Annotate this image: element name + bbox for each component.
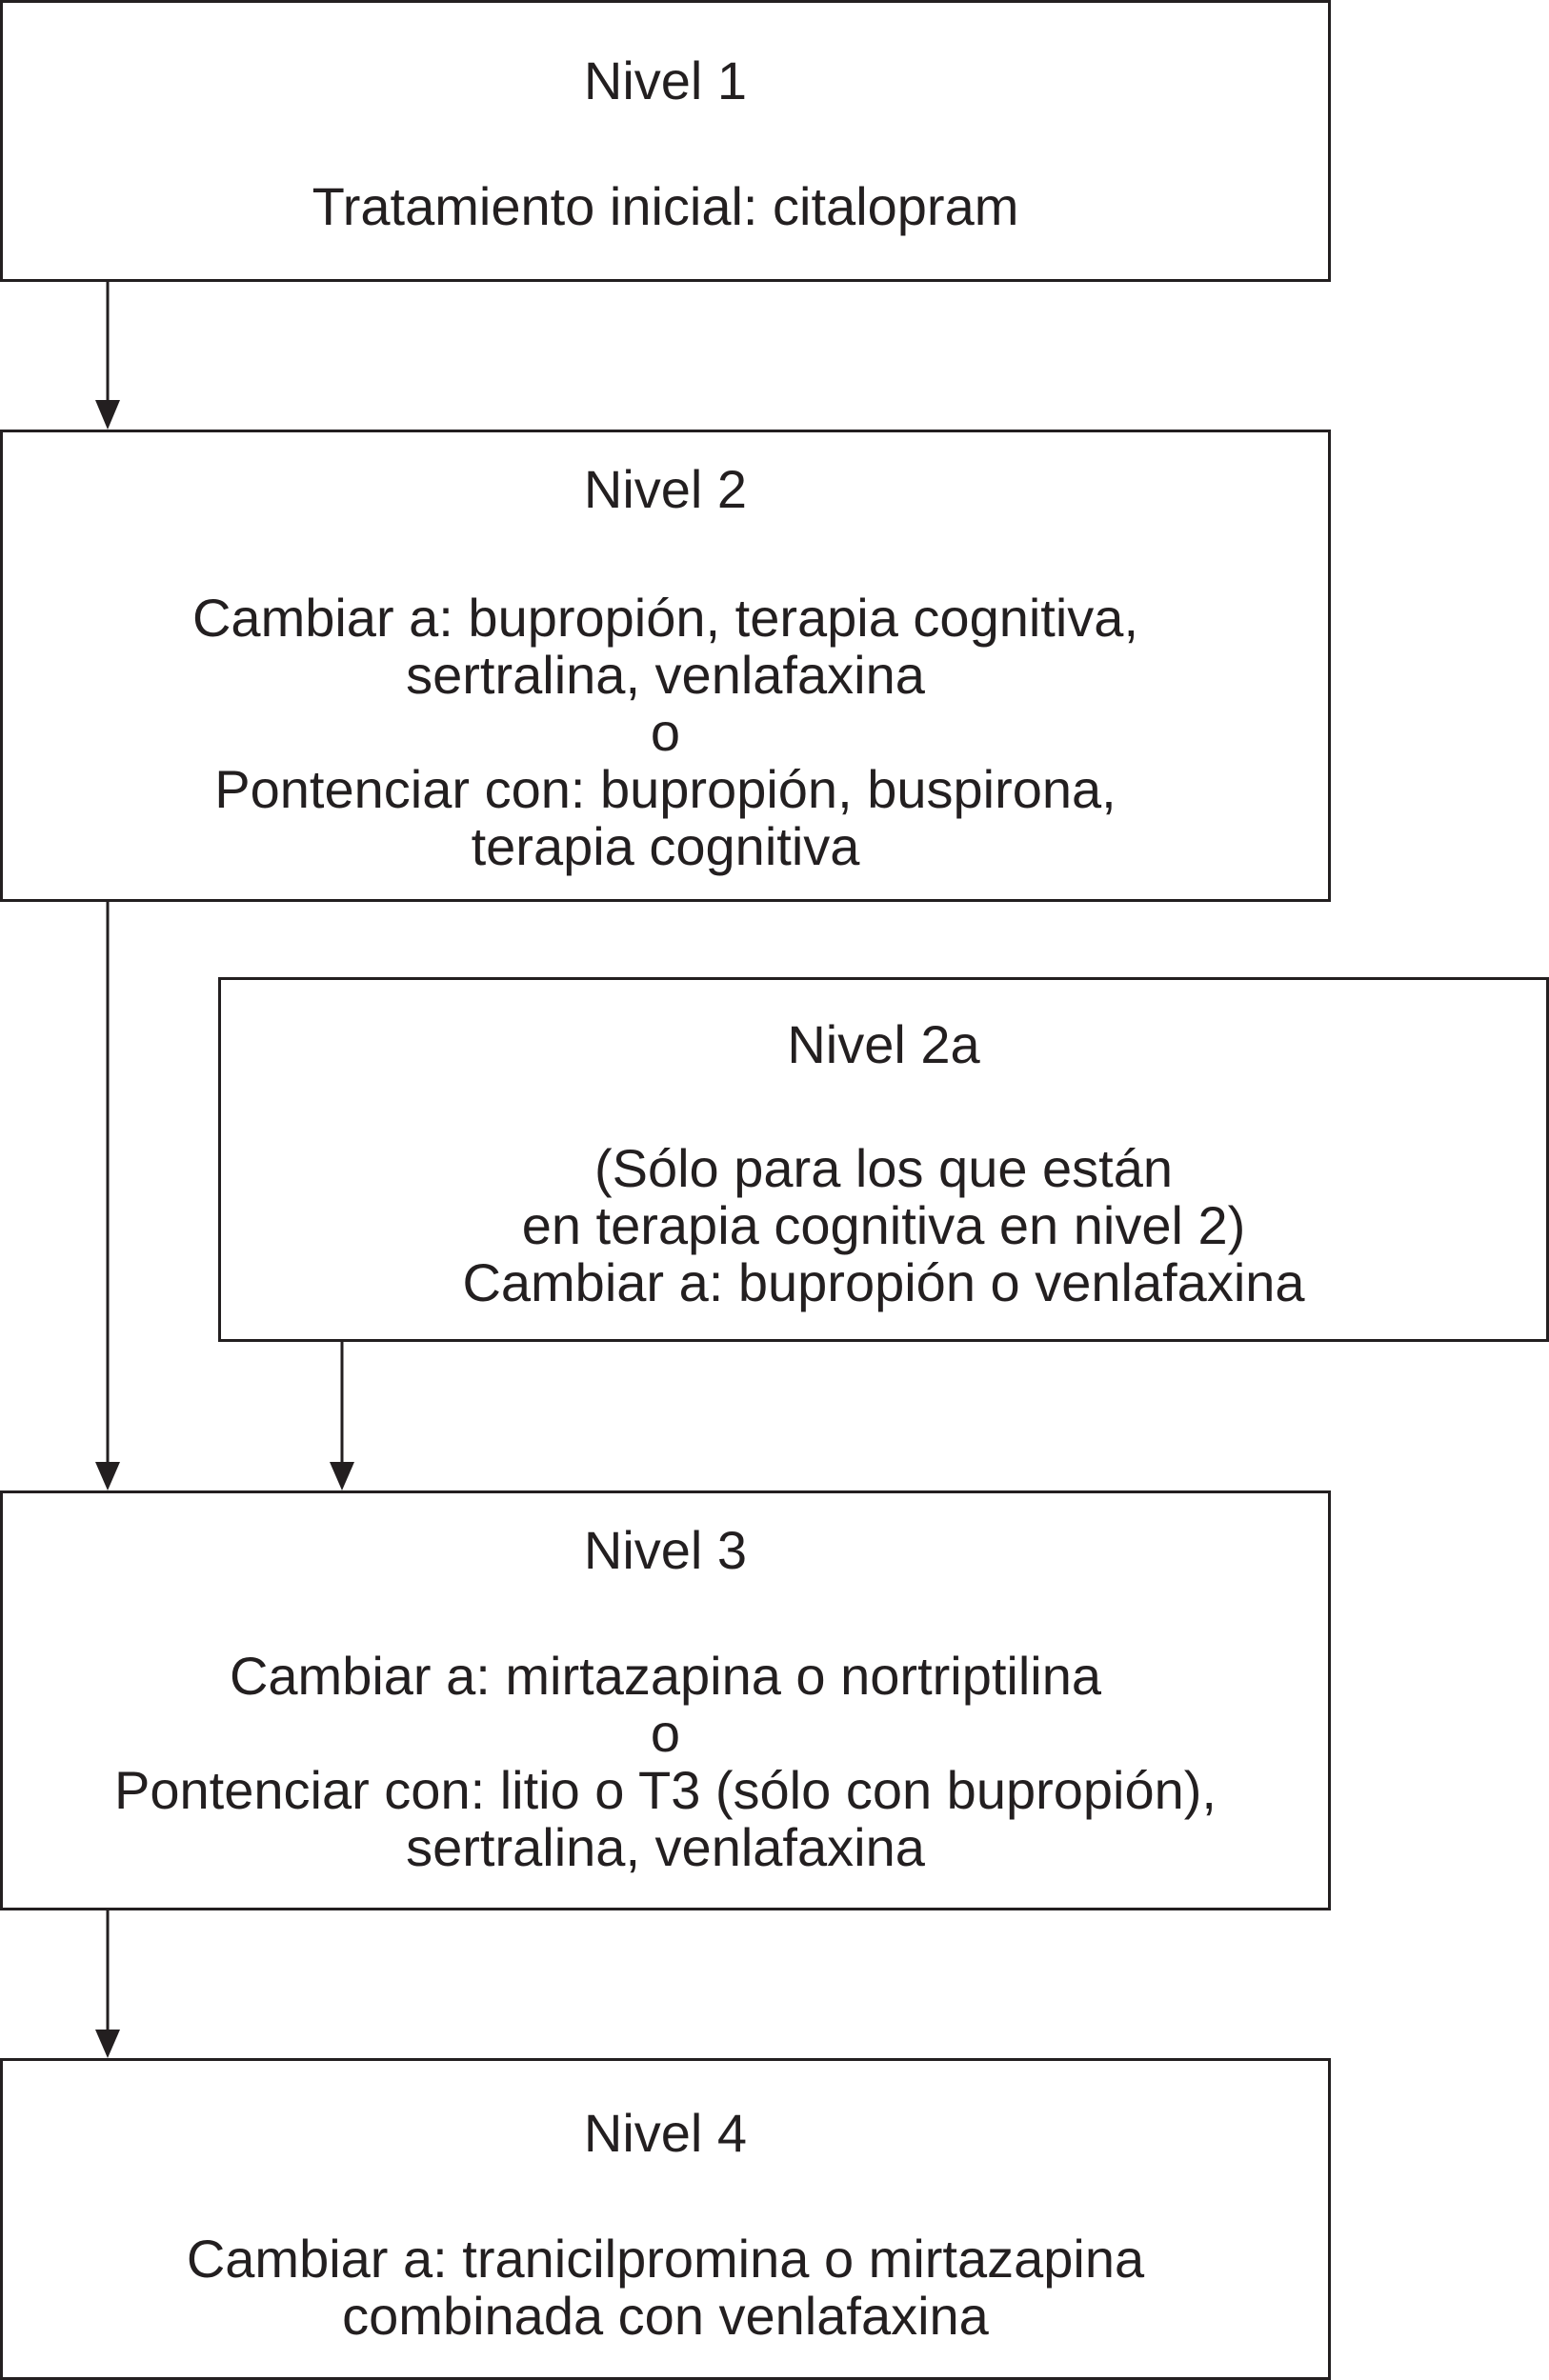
level-2-box: Nivel 2 Cambiar a: bupropión, terapia co… — [0, 430, 1331, 902]
level-2a-description: (Sólo para los que están en terapia cogn… — [221, 1140, 1546, 1311]
level-4-title: Nivel 4 — [583, 2103, 748, 2163]
level-4-line: Cambiar a: tranicilpromina o mirtazapina — [186, 2229, 1145, 2289]
level-1-description: Tratamiento inicial: citalopram — [3, 178, 1328, 235]
level-2a-line: en terapia cognitiva en nivel 2) — [521, 1195, 1246, 1255]
level-2-description: Cambiar a: bupropión, terapia cognitiva,… — [3, 590, 1328, 875]
level-4-box: Nivel 4 Cambiar a: tranicilpromina o mir… — [0, 2058, 1331, 2380]
level-1-title: Nivel 1 — [583, 50, 748, 110]
arrow-level-2-to-level-3 — [95, 902, 120, 1490]
level-3-line: Cambiar a: mirtazapina o nortriptilina — [229, 1646, 1102, 1706]
arrow-level-3-to-level-4 — [95, 1910, 120, 2058]
level-2-line: sertralina, venlafaxina — [406, 645, 925, 705]
level-2-title: Nivel 2 — [583, 459, 748, 519]
level-1-box: Nivel 1 Tratamiento inicial: citalopram — [0, 0, 1331, 282]
level-4-line: combinada con venlafaxina — [342, 2286, 989, 2346]
level-3-line: sertralina, venlafaxina — [406, 1817, 925, 1877]
level-2a-line: Cambiar a: bupropión o venlafaxina — [462, 1252, 1305, 1312]
level-3-title: Nivel 3 — [583, 1520, 748, 1580]
level-3-description: Cambiar a: mirtazapina o nortriptilina o… — [3, 1648, 1328, 1876]
level-2-line: o — [650, 702, 681, 762]
level-2-line: Pontenciar con: bupropión, buspirona, — [214, 759, 1116, 819]
level-3-box: Nivel 3 Cambiar a: mirtazapina o nortrip… — [0, 1490, 1331, 1910]
level-3-line: Pontenciar con: litio o T3 (sólo con bup… — [114, 1760, 1217, 1820]
level-2a-line: (Sólo para los que están — [593, 1138, 1174, 1198]
level-2-line: terapia cognitiva — [471, 816, 860, 876]
level-4-description: Cambiar a: tranicilpromina o mirtazapina… — [3, 2230, 1328, 2345]
level-2a-box: Nivel 2a (Sólo para los que están en ter… — [218, 977, 1549, 1342]
arrow-level-2a-to-level-3 — [330, 1342, 354, 1490]
level-1-line: Tratamiento inicial: citalopram — [312, 176, 1019, 236]
level-2-line: Cambiar a: bupropión, terapia cognitiva, — [191, 588, 1138, 648]
level-3-line: o — [650, 1703, 681, 1763]
arrow-level-1-to-level-2 — [95, 282, 120, 430]
level-2a-title: Nivel 2a — [787, 1014, 980, 1074]
